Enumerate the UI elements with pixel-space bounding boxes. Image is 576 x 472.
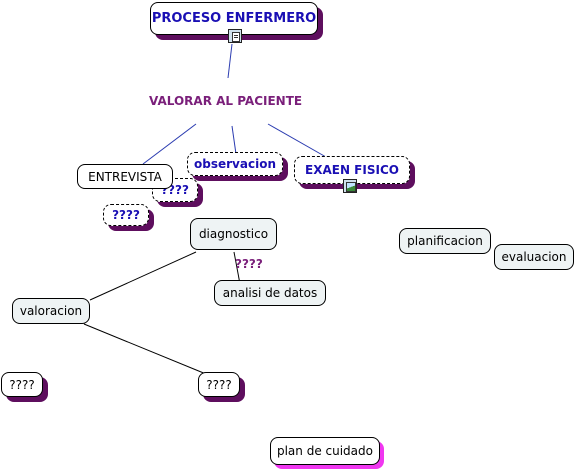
link-valorar-entrevista <box>142 123 197 165</box>
node-label: plan de cuidado <box>276 444 373 458</box>
document-icon[interactable] <box>228 29 242 43</box>
node-diagnostico[interactable]: diagnostico <box>190 218 277 250</box>
link-root-valorar <box>227 43 233 79</box>
node-observacion[interactable]: observacion <box>187 152 283 176</box>
node-label: EXAEN FISICO <box>305 163 399 177</box>
link-valoracion-bottom <box>83 323 207 375</box>
node-evaluacion[interactable]: evaluacion <box>494 244 574 270</box>
node-label: PROCESO ENFERMERO <box>151 11 317 26</box>
node-label: evaluacion <box>501 250 567 264</box>
node-bottom-unknown[interactable]: ???? <box>198 372 240 397</box>
node-label: ???? <box>206 377 232 392</box>
linking-phrase-diagnostico: ???? <box>235 257 263 271</box>
node-label: planificacion <box>407 234 483 248</box>
link-valorar-observacion <box>231 125 237 155</box>
node-plan-de-cuidado[interactable]: plan de cuidado <box>270 437 380 465</box>
node-entrevista[interactable]: ENTREVISTA <box>77 164 173 189</box>
link-valoracion-diagnostico <box>89 251 197 301</box>
node-valoracion[interactable]: valoracion <box>12 298 90 324</box>
node-planificacion[interactable]: planificacion <box>399 228 491 254</box>
node-label: ???? <box>9 377 35 392</box>
image-icon[interactable] <box>343 179 357 193</box>
link-valorar-examen <box>267 123 327 158</box>
link-diagnostico-analisis <box>233 251 241 285</box>
node-analisis-de-datos[interactable]: analisi de datos <box>214 280 326 306</box>
node-label: ENTREVISTA <box>88 169 162 184</box>
node-entrevista-sub[interactable]: ???? <box>103 204 149 226</box>
node-label: analisi de datos <box>222 286 318 300</box>
node-label: observacion <box>194 157 276 171</box>
node-left-unknown[interactable]: ???? <box>1 372 43 397</box>
node-label: ???? <box>112 208 140 222</box>
node-label: valoracion <box>19 304 83 318</box>
linking-phrase-valorar: VALORAR AL PACIENTE <box>149 94 303 108</box>
node-label: diagnostico <box>198 227 269 241</box>
